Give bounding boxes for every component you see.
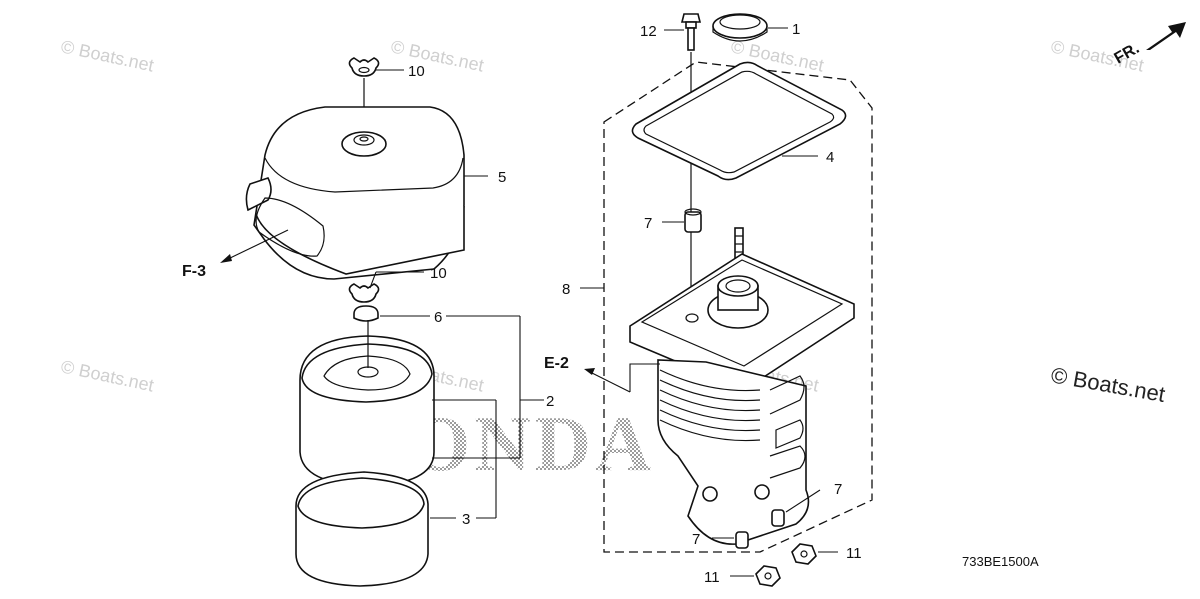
part-nut-bottom xyxy=(755,565,781,587)
watermark-text: © Boats.net xyxy=(59,36,155,75)
callout-12: 12 xyxy=(640,23,657,40)
callout-4: 4 xyxy=(826,149,834,166)
callout-3: 3 xyxy=(462,511,470,528)
part-wing-nut-top xyxy=(348,57,380,77)
part-grommet xyxy=(353,305,379,322)
callout-10-top: 10 xyxy=(408,63,425,80)
callout-5: 5 xyxy=(498,169,506,186)
diagram-code: 733BE1500A xyxy=(962,554,1039,569)
part-spacer-right xyxy=(771,509,785,527)
part-foam-element xyxy=(295,471,429,587)
ref-f3: F-3 xyxy=(182,263,206,280)
part-wing-nut-bottom xyxy=(348,283,380,303)
part-gasket xyxy=(631,61,847,181)
callout-11-right: 11 xyxy=(846,545,862,562)
watermark-text: © Boats.net xyxy=(59,356,155,395)
part-bolt xyxy=(680,13,702,51)
callout-1: 1 xyxy=(792,21,800,38)
part-air-filter-element xyxy=(299,320,435,487)
front-direction-arrow xyxy=(1146,22,1186,50)
ref-e2: E-2 xyxy=(544,355,569,372)
part-air-cleaner-cover xyxy=(245,106,465,280)
callout-7-right: 7 xyxy=(834,481,842,498)
part-collar xyxy=(684,208,702,233)
callout-7-left: 7 xyxy=(692,531,700,548)
callout-2: 2 xyxy=(546,393,554,410)
callout-8: 7 xyxy=(644,215,652,232)
part-air-cleaner-case xyxy=(629,253,855,545)
part-spacer-left xyxy=(735,531,749,549)
callout-10-bottom: 10 xyxy=(430,265,447,282)
callout-11-bottom: 11 xyxy=(704,569,720,586)
part-nut-right xyxy=(791,543,817,565)
callout-6: 6 xyxy=(434,309,442,326)
copyright-mark: © Boats.net xyxy=(1049,362,1167,407)
callout-9: 8 xyxy=(562,281,570,298)
part-seal xyxy=(712,13,768,42)
group-outline xyxy=(603,61,873,553)
